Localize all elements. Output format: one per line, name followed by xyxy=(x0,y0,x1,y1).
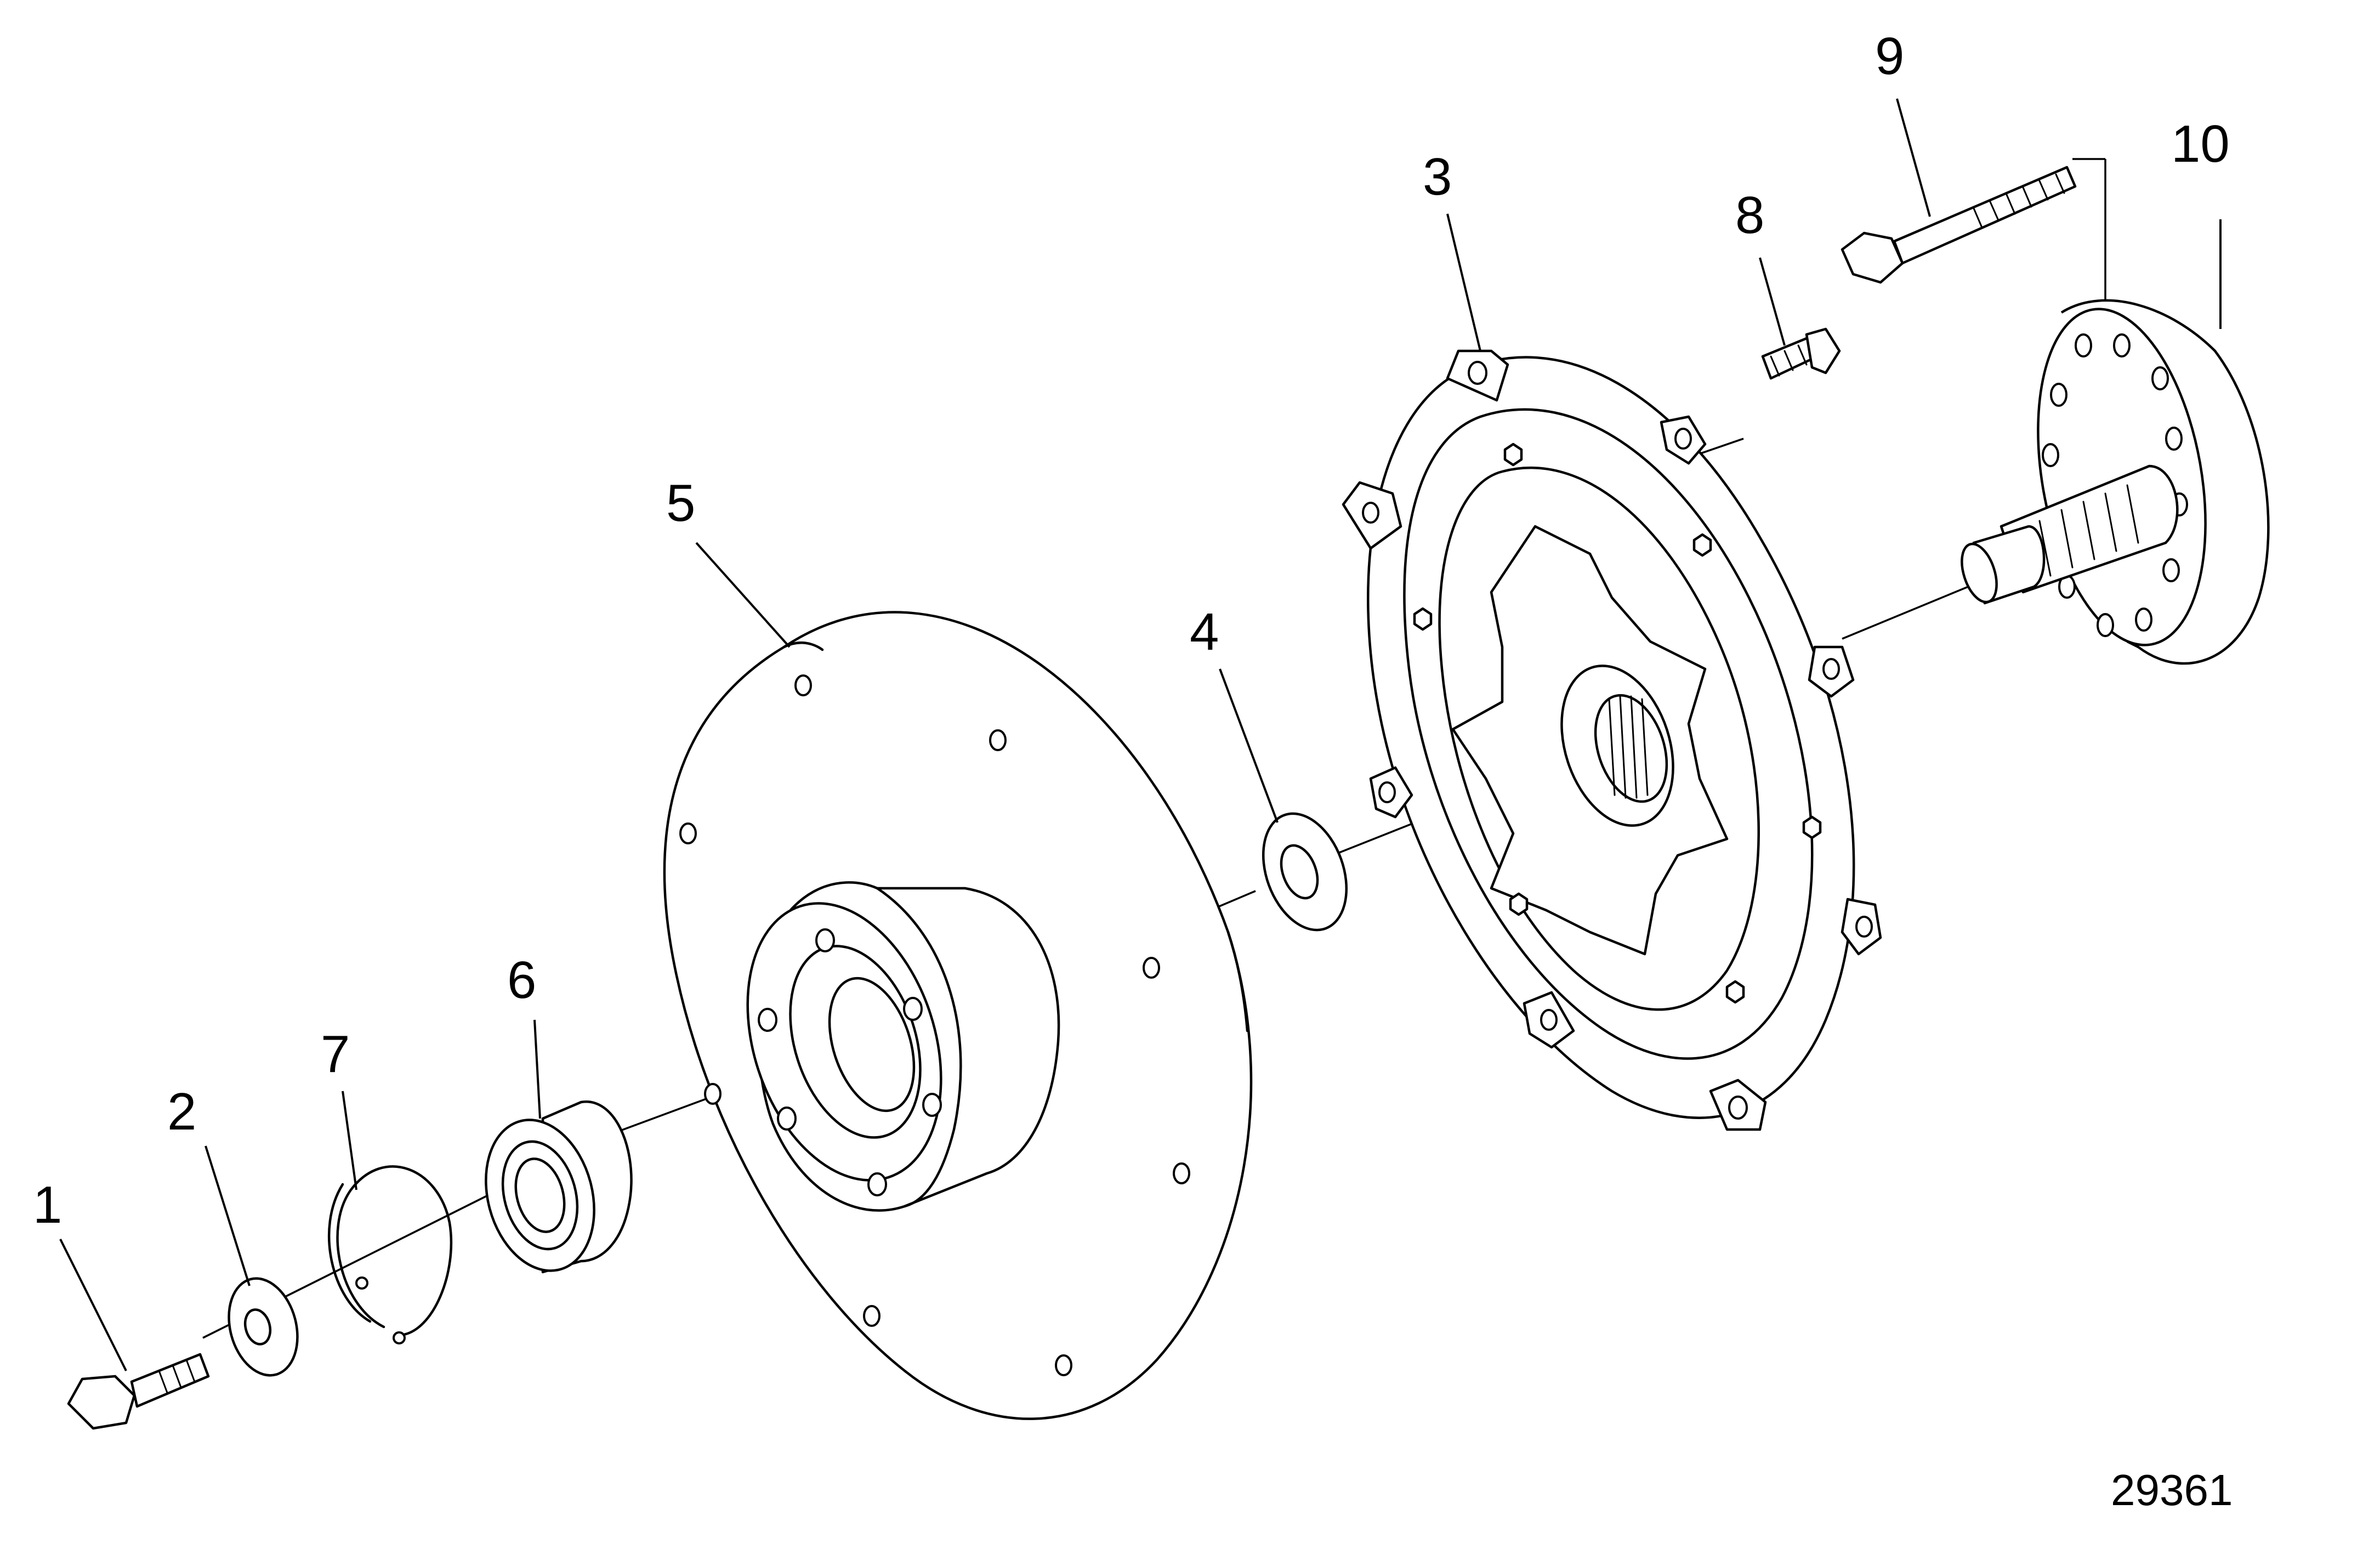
callout-10: 10 xyxy=(2171,115,2230,173)
part-7-circlip xyxy=(327,1165,453,1344)
callout-6: 6 xyxy=(507,951,536,1009)
callout-8: 8 xyxy=(1735,186,1764,245)
part-1-bolt xyxy=(67,1353,210,1430)
callout-labels: 1 2 3 4 5 6 7 8 9 10 29361 xyxy=(33,27,2233,1514)
callout-3: 3 xyxy=(1423,147,1452,206)
part-5-flywheel-plate xyxy=(663,611,1253,1420)
callout-1: 1 xyxy=(33,1176,62,1234)
callout-4: 4 xyxy=(1190,603,1219,661)
leader-lines xyxy=(59,98,2222,1371)
part-6-bearing xyxy=(485,1100,633,1274)
callout-7: 7 xyxy=(321,1025,350,1083)
callout-9: 9 xyxy=(1875,27,1904,86)
part-2-washer xyxy=(228,1277,299,1377)
part-9-long-bolt xyxy=(1841,166,2077,284)
part-8-short-bolt xyxy=(1761,327,1841,380)
part-3-coupling-housing xyxy=(1342,349,1882,1131)
callout-2: 2 xyxy=(167,1082,196,1141)
part-4-washer xyxy=(1262,812,1348,932)
callout-5: 5 xyxy=(666,474,695,532)
part-10-splined-hub xyxy=(1961,299,2270,665)
figure-number: 29361 xyxy=(2111,1466,2233,1514)
